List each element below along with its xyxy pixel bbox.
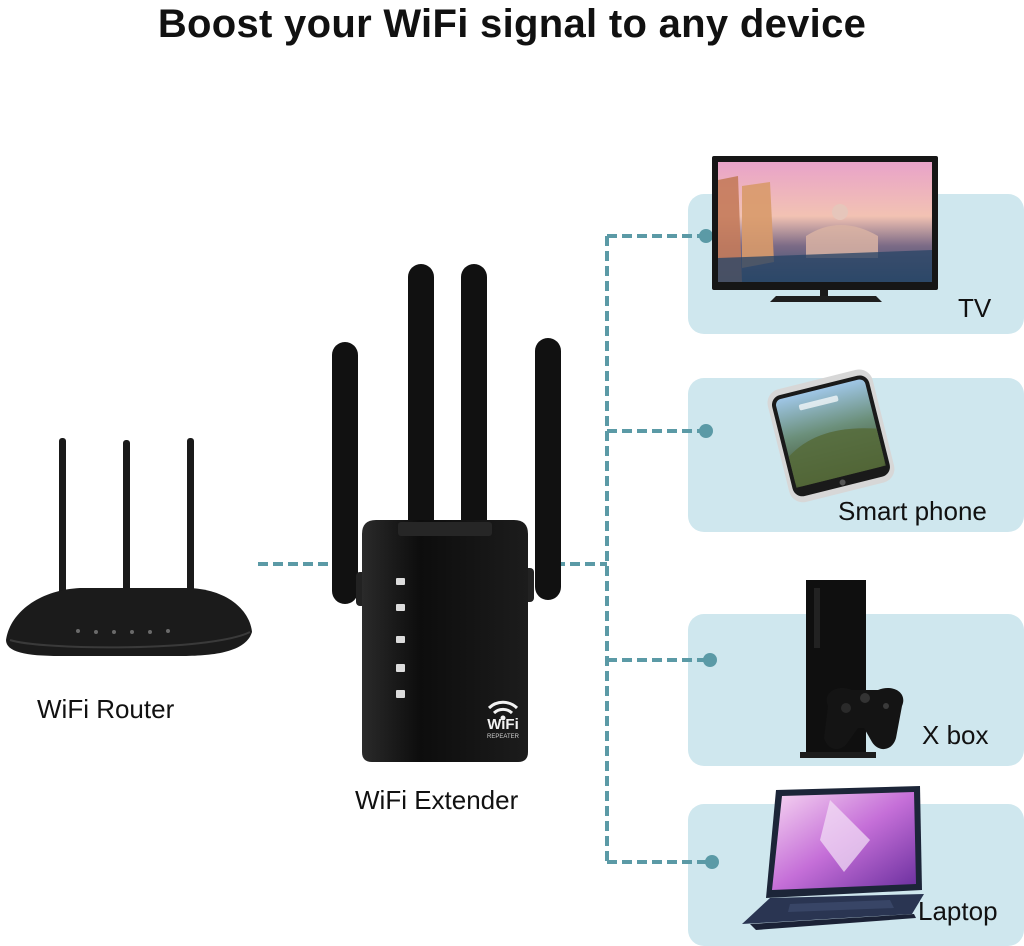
extender-label: WiFi Extender <box>355 785 519 815</box>
smartphone-icon <box>767 369 895 503</box>
device-label-laptop: Laptop <box>918 896 998 926</box>
wifi-router-icon <box>6 438 252 656</box>
device-label-smartphone: Smart phone <box>838 496 987 526</box>
diagram-title: Boost your WiFi signal to any device <box>157 2 867 46</box>
connector-lines <box>258 234 712 864</box>
game-console-icon <box>800 580 904 758</box>
endpoint-dot-laptop <box>705 855 719 869</box>
extender-badge-text: WiFi <box>487 716 519 733</box>
endpoint-dot-tv <box>699 229 713 243</box>
endpoint-dot-smartphone <box>699 424 713 438</box>
device-label-tv: TV <box>958 293 992 323</box>
extender-badge-subtext: REPEATER <box>487 734 520 740</box>
endpoint-dot-xbox <box>703 653 717 667</box>
device-label-xbox: X box <box>922 720 989 750</box>
wifi-extender-icon: WiFi REPEATER <box>332 264 561 762</box>
router-label: WiFi Router <box>37 694 175 724</box>
laptop-icon <box>742 786 924 930</box>
tv-icon <box>712 156 938 302</box>
connector-endpoints <box>699 229 719 869</box>
